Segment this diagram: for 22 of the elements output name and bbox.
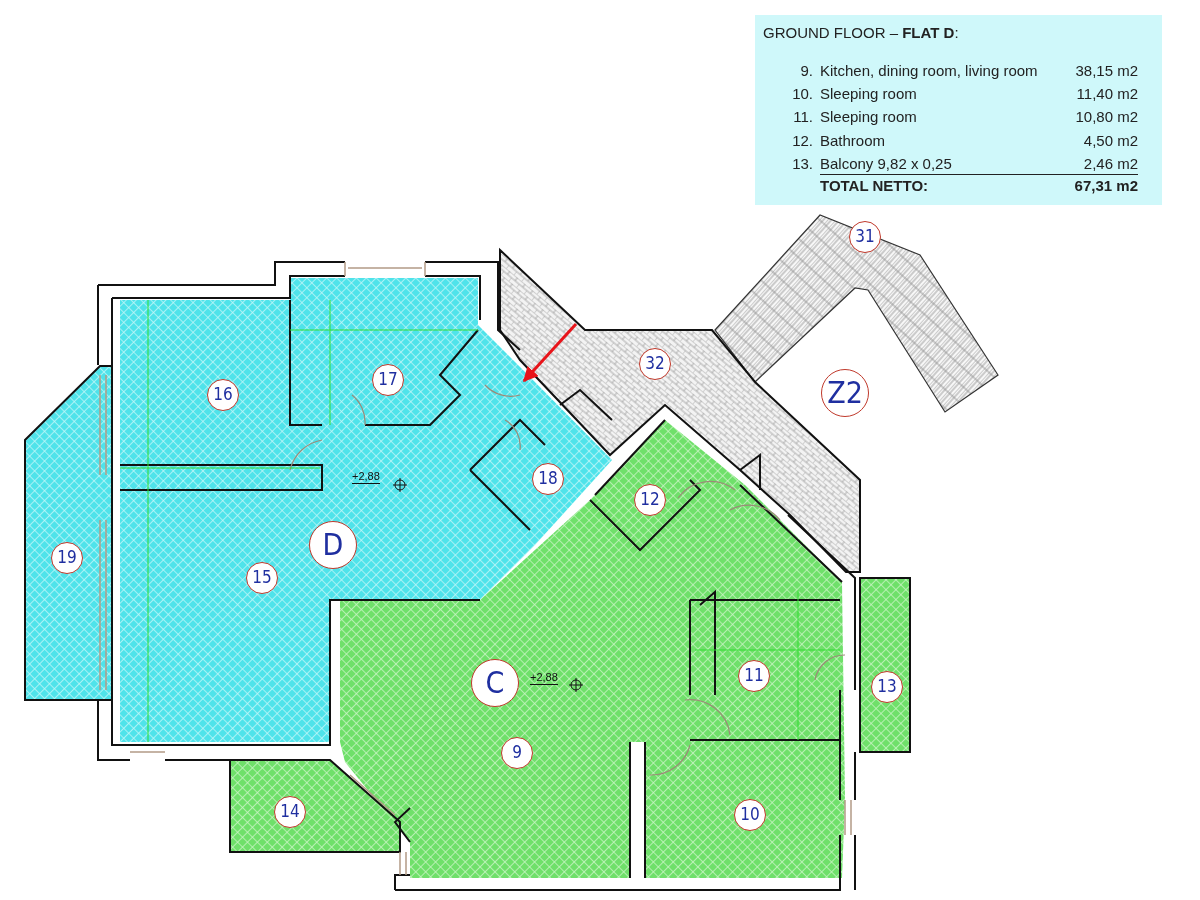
row-number: 9. <box>800 62 813 80</box>
row-number: 10. <box>792 85 813 103</box>
level-value: +2,88 <box>530 671 558 685</box>
area-value: 38,15 m2 <box>1075 62 1138 80</box>
level-value: +2,88 <box>352 470 380 484</box>
row-number: 13. <box>792 155 813 173</box>
area-value: 4,50 m2 <box>1083 132 1138 150</box>
row-number: 12. <box>792 132 813 150</box>
room-name: Sleeping room <box>820 108 917 126</box>
area-value: 11,40 m2 <box>1076 85 1138 103</box>
room-name: TOTAL NETTO: <box>820 177 929 195</box>
callout-number: Z2 <box>821 369 869 417</box>
area-value: 10,80 m2 <box>1075 108 1138 126</box>
area-value: 2,46 m2 <box>1083 155 1138 173</box>
callout-number: 31 <box>849 221 881 253</box>
area-value: 67,31 m2 <box>1074 177 1138 195</box>
table-title: GROUND FLOOR – FLAT D: <box>763 24 959 42</box>
row-number: 11. <box>793 108 813 126</box>
room-name: Bathroom <box>820 132 886 150</box>
room-name: Balcony 9,82 x 0,25 <box>820 155 952 173</box>
room-name: Sleeping room <box>820 85 917 103</box>
room-name: Kitchen, dining room, living room <box>820 62 1038 80</box>
